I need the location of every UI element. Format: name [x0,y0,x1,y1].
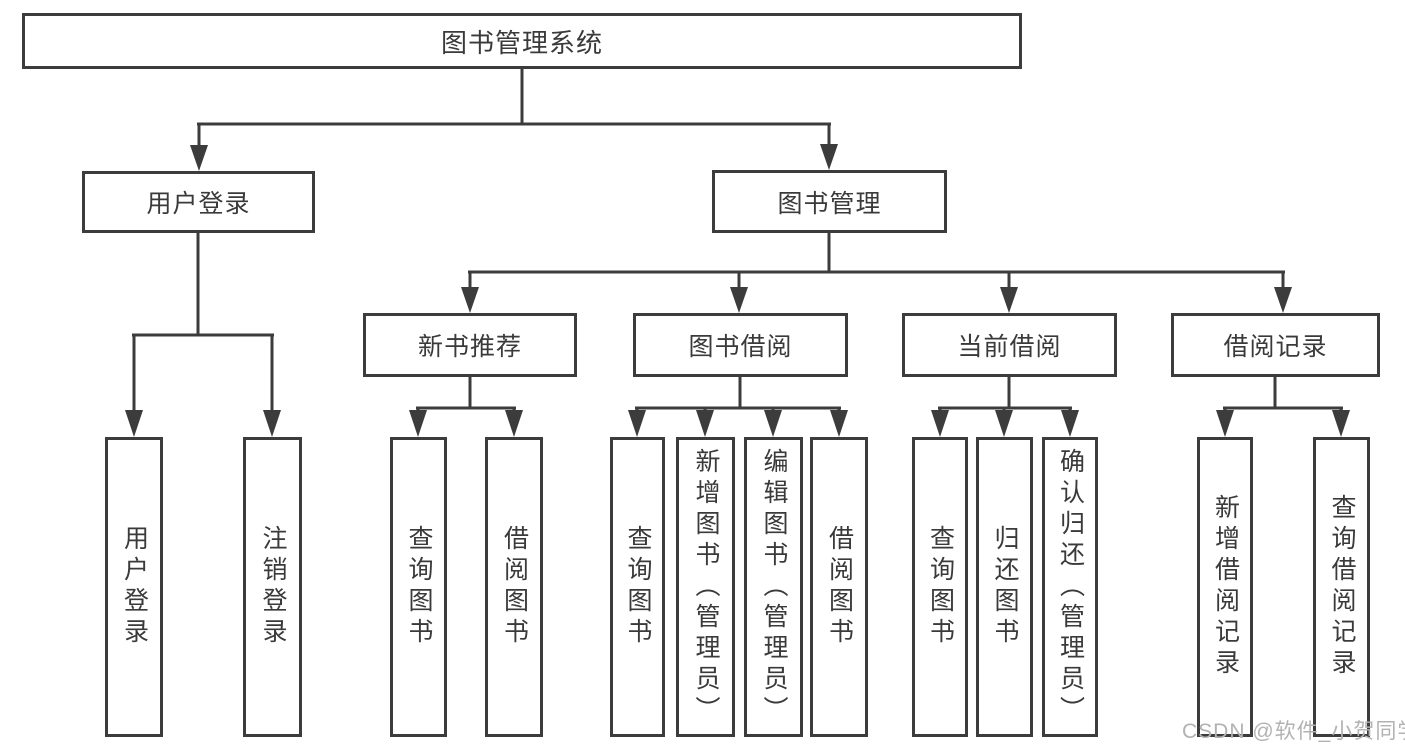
leaf-add-book-admin: 新增图书（管理员） [676,437,735,737]
node-current-borrowing: 当前借阅 [902,313,1117,377]
node-library-management-system: 图书管理系统 [22,13,1022,69]
leaf-borrow-books-borrowing: 借阅图书 [810,437,868,737]
node-user-login: 用户登录 [82,171,315,233]
leaf-edit-book-admin: 编辑图书（管理员） [744,437,803,737]
leaf-query-books-recommend: 查询图书 [390,437,447,737]
leaf-confirm-return-admin: 确认归还（管理员） [1042,437,1098,737]
csdn-watermark: CSDN @软件_小贺同学 [1182,720,1405,743]
leaf-query-borrow-record: 查询借阅记录 [1313,437,1370,737]
node-book-management: 图书管理 [712,170,947,233]
node-borrow-records: 借阅记录 [1171,313,1380,377]
node-new-book-recommend: 新书推荐 [363,313,577,377]
leaf-borrow-books-recommend: 借阅图书 [485,437,543,737]
node-book-borrowing: 图书借阅 [633,313,848,377]
leaf-query-books-current: 查询图书 [912,437,968,737]
leaf-user-login: 用户登录 [105,437,163,737]
leaf-return-books: 归还图书 [976,437,1033,737]
leaf-add-borrow-record: 新增借阅记录 [1197,437,1253,737]
leaf-logout: 注销登录 [243,437,302,737]
leaf-query-books-borrowing: 查询图书 [610,437,665,737]
